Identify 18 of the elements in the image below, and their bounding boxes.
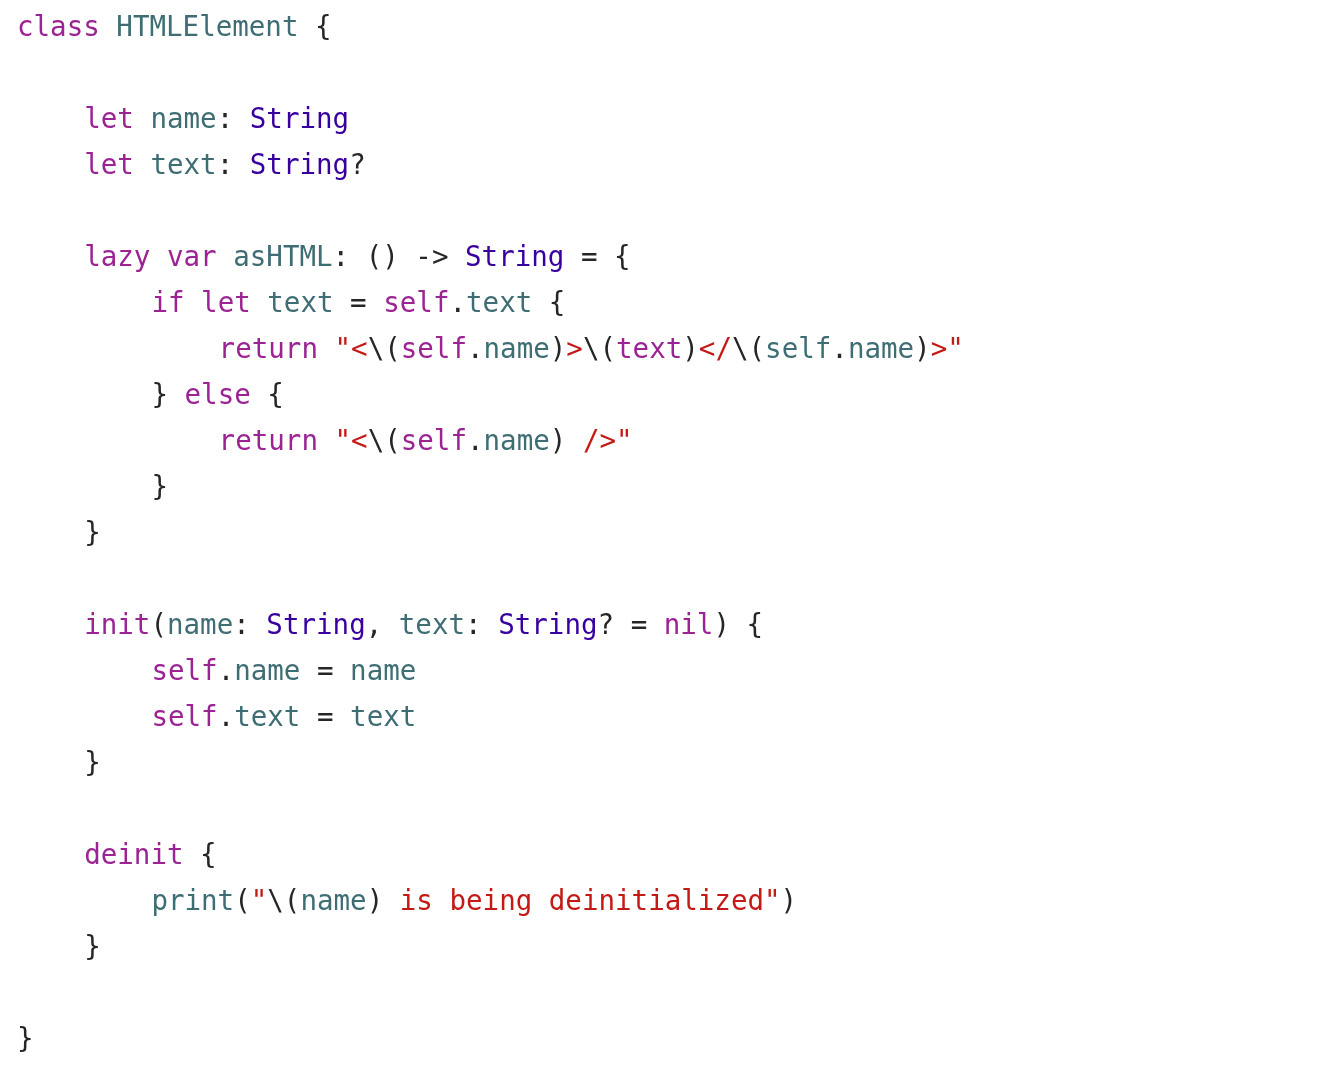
code-line: } (84, 929, 101, 963)
code-line: } (151, 469, 168, 503)
code-line: deinit { (84, 837, 217, 871)
code-line: } (84, 515, 101, 549)
code-line: class HTMLElement { (17, 9, 332, 43)
code-line: init(name: String, text: String? = nil) { (84, 607, 764, 641)
code-line: if let text = self.text { (151, 285, 566, 319)
code-line: } (84, 745, 101, 779)
code-line: return "<\(self.name) />" (218, 423, 633, 457)
code-line: self.name = name (151, 653, 417, 687)
code-line: self.text = text (151, 699, 417, 733)
code-line: print("\(name) is being deinitialized") (151, 883, 798, 917)
code-line: let name: String (84, 101, 350, 135)
code-line: } (17, 1021, 34, 1055)
code-line: } else { (151, 377, 284, 411)
code-line: let text: String? (84, 147, 366, 181)
code-line: return "<\(self.name)>\(text)</\(self.name)>" (218, 331, 964, 365)
code-line: lazy var asHTML: () -> String = { (84, 239, 631, 273)
